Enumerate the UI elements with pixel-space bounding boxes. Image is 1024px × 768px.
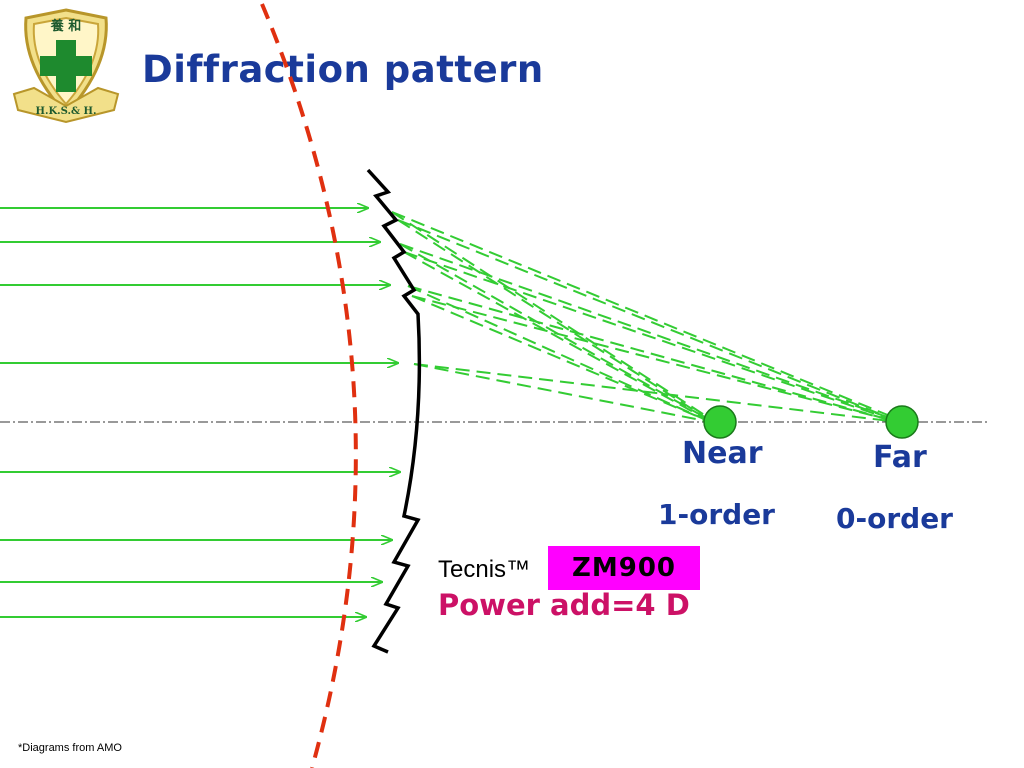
diffracted-ray-near — [403, 251, 707, 420]
lens-model-badge: ZM900 — [548, 546, 700, 590]
diffracted-rays — [391, 211, 891, 422]
diffracted-ray-near — [407, 285, 707, 421]
diffracted-ray-near — [411, 295, 707, 421]
far-order-label: 0-order — [836, 502, 953, 535]
diffracted-ray-near — [397, 219, 707, 419]
diffracted-ray-near — [391, 211, 707, 417]
footnote: *Diagrams from AMO — [18, 742, 122, 754]
logo-bottom-text: H.K.S.& H. — [36, 106, 97, 117]
diffracted-ray-far — [407, 285, 891, 421]
slide-title: Diffraction pattern — [142, 48, 544, 91]
near-focus-dot — [703, 405, 737, 439]
wavefront-curve — [260, 3, 358, 768]
diffractive-lens-surface — [366, 168, 422, 654]
logo-top-text: 養 和 — [50, 18, 82, 34]
diffracted-ray-far — [403, 251, 891, 420]
incident-rays — [0, 208, 400, 617]
power-add-label: Power add=4 D — [438, 588, 690, 622]
near-focus-label: Near — [682, 436, 763, 471]
diffracted-ray-far — [391, 211, 891, 417]
diffracted-ray-near — [413, 363, 707, 422]
diffracted-ray-far — [397, 219, 891, 419]
diffracted-ray-near — [399, 243, 707, 419]
diffracted-ray-far — [413, 363, 891, 422]
far-focus-dot — [885, 405, 919, 439]
diffracted-ray-far — [411, 295, 891, 421]
hospital-logo: 養 和 H.K.S.& H. — [12, 8, 120, 124]
near-order-label: 1-order — [658, 498, 775, 531]
lens-brand: Tecnis™ — [438, 556, 531, 583]
diffracted-ray-far — [399, 243, 891, 419]
lens-model: ZM900 — [572, 553, 676, 583]
logo-shield — [12, 8, 120, 124]
far-focus-label: Far — [873, 440, 927, 475]
